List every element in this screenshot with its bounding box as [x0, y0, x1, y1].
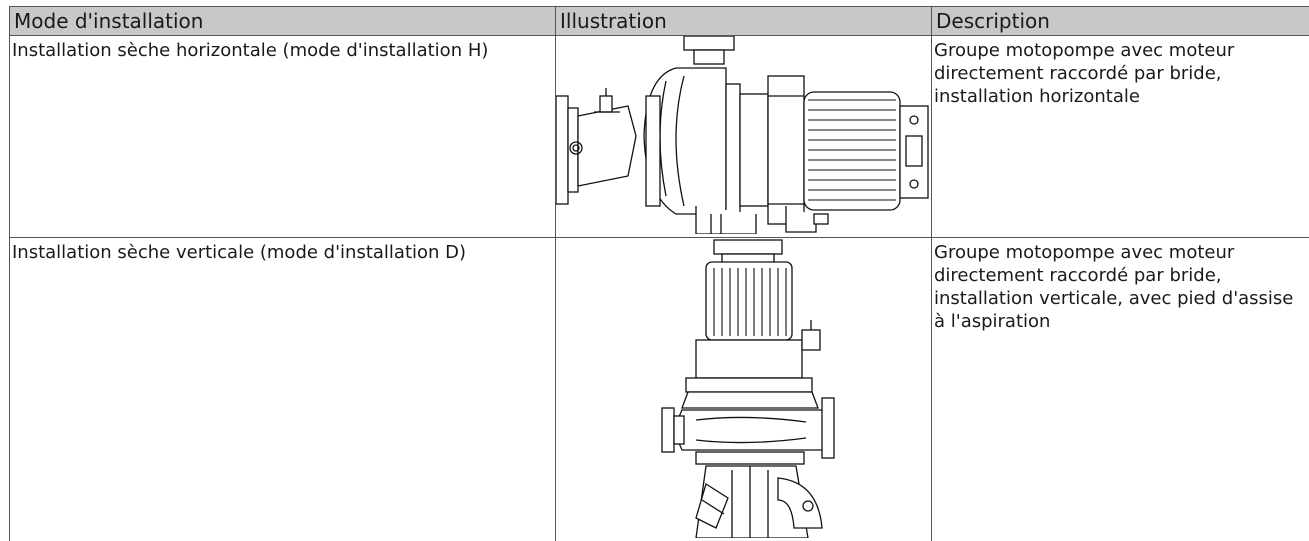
table-row: Installation sèche horizontale (mode d'i…	[10, 36, 1309, 238]
header-description: Description	[932, 7, 1309, 36]
header-illustration: Illustration	[556, 7, 932, 36]
description-cell: Groupe motopompe avec moteur directement…	[932, 238, 1309, 541]
illustration-cell	[556, 36, 932, 238]
mode-cell: Installation sèche horizontale (mode d'i…	[10, 36, 556, 238]
mode-cell: Installation sèche verticale (mode d'ins…	[10, 238, 556, 541]
header-mode: Mode d'installation	[10, 7, 556, 36]
horizontal-pump-drawing-icon	[556, 36, 932, 234]
illustration-cell	[556, 238, 932, 541]
table-row: Installation sèche verticale (mode d'ins…	[10, 238, 1309, 541]
table-header-row: Mode d'installation Illustration Descrip…	[10, 7, 1309, 36]
vertical-pump-drawing-icon	[556, 238, 932, 538]
description-cell: Groupe motopompe avec moteur directement…	[932, 36, 1309, 238]
installation-table: Mode d'installation Illustration Descrip…	[9, 6, 1309, 541]
